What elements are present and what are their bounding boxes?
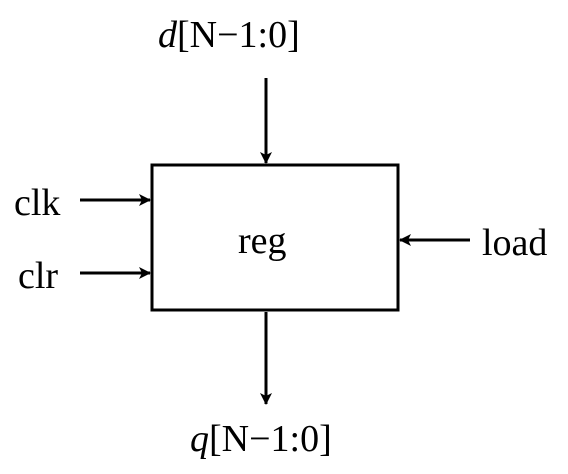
data-input-label: d[N−1:0] <box>158 16 300 54</box>
register-block <box>150 163 400 312</box>
q-output-label: q[N−1:0] <box>190 420 332 458</box>
data-signal-name: d <box>158 14 177 56</box>
clk-label: clk <box>14 182 61 224</box>
q-bus-range: [N−1:0] <box>209 418 332 460</box>
q-signal-name: q <box>190 418 209 460</box>
load-label: load <box>482 222 548 264</box>
data-bus-range: [N−1:0] <box>177 14 300 56</box>
register-block-name: reg <box>238 220 287 262</box>
clr-label: clr <box>18 255 59 297</box>
